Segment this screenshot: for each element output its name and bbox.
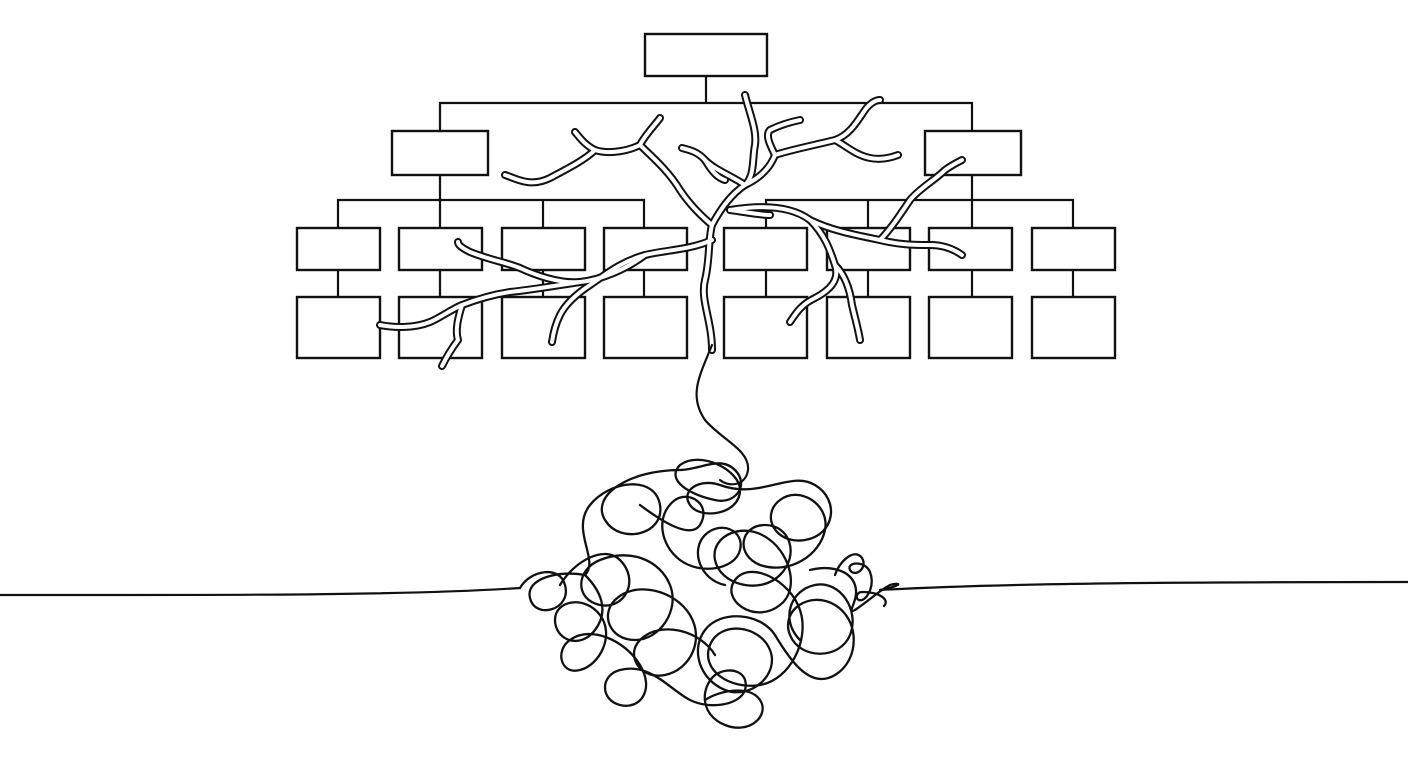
org-box-l3-8 — [1030, 295, 1117, 360]
tree-branch-fill — [833, 138, 900, 161]
tree-branch-fill — [710, 93, 758, 227]
org-box-l1-left — [390, 129, 490, 177]
tree-branch-fill — [728, 208, 772, 217]
ground-line — [0, 580, 1408, 597]
tree-branch-fill — [440, 303, 464, 368]
tree-branch-fill — [788, 218, 839, 324]
tree-trunk-and-branches — [376, 91, 966, 370]
tree-branch-fill — [765, 118, 802, 157]
org-box-l2-5 — [722, 226, 809, 272]
org-box-l2-1 — [295, 226, 382, 272]
tree-branch-fill — [728, 205, 964, 257]
org-box-l3-1 — [295, 295, 382, 360]
tree-branch-fill — [638, 116, 662, 147]
tangled-root-scribble — [518, 458, 900, 729]
tree-branch-fill — [550, 238, 714, 344]
org-chart-boxes — [295, 32, 1117, 360]
org-chart-connectors — [336, 76, 1075, 297]
tree-branch-fill — [703, 158, 727, 182]
org-box-l3-4 — [602, 295, 689, 360]
org-box-l3-7 — [927, 295, 1014, 360]
tree-branch-fill — [638, 143, 714, 227]
tree-branch-fill — [878, 158, 964, 242]
org-box-l3-5 — [722, 295, 809, 360]
tree-branch-fill — [456, 240, 647, 285]
org-box-l3-6 — [825, 295, 912, 360]
org-box-l2-8 — [1030, 226, 1117, 272]
tree-branch-fill — [503, 148, 597, 185]
tree-branch-fill — [833, 263, 862, 342]
org-box-l1-right — [923, 129, 1023, 177]
org-box-root — [643, 32, 769, 78]
org-box-l3-3 — [500, 295, 587, 360]
